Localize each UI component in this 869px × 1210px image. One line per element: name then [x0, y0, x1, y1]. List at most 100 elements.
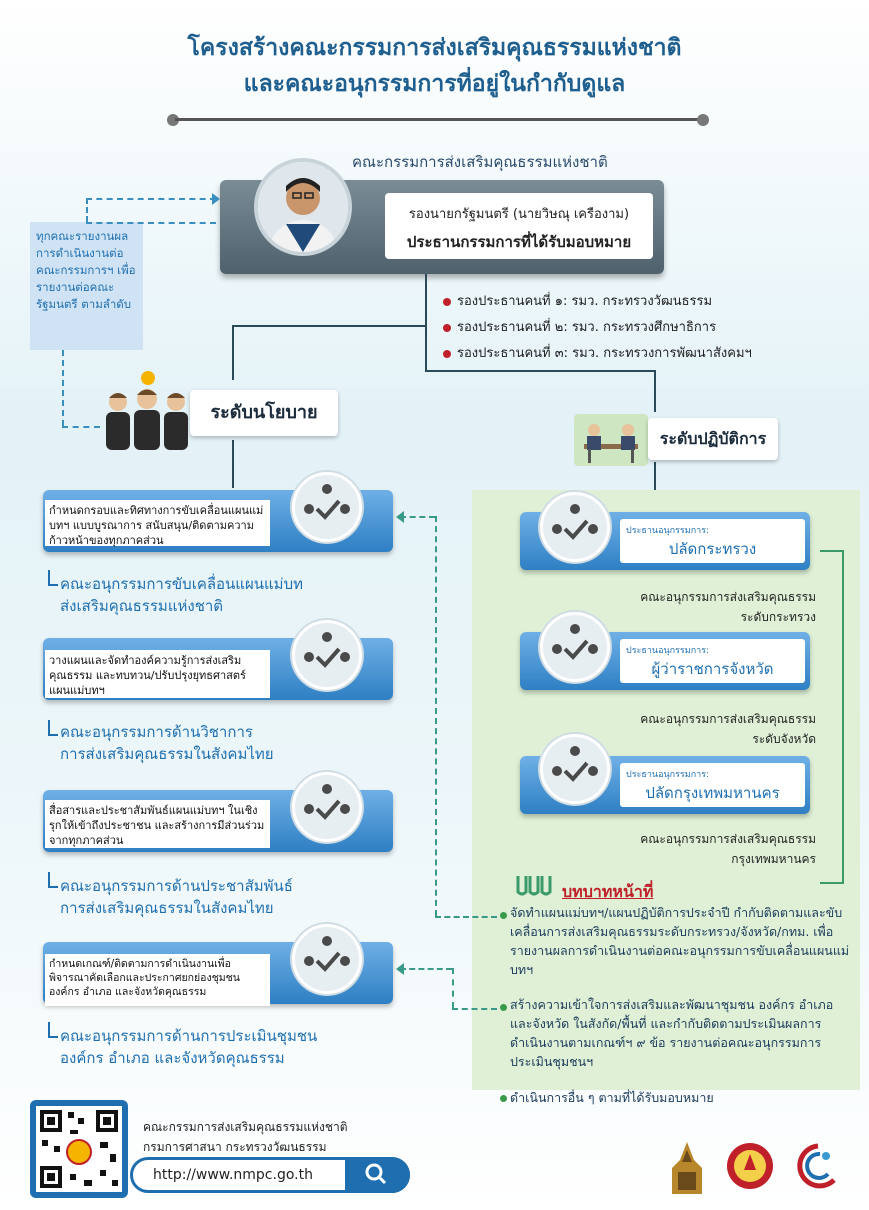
page-title-line-2: และคณะอนุกรรมการที่อยู่ในกำกับดูแล: [243, 71, 626, 97]
role-item-3: ดำเนินการอื่น ๆ ตามที่ได้รับมอบหมาย: [510, 1090, 714, 1105]
team-check-icon: [540, 492, 610, 562]
feedback-arrow-bottom: [400, 968, 452, 970]
tree-line-policy-down: [232, 440, 234, 488]
policy-committee-name-2: การส่งเสริมคุณธรรมในสังคมไทย: [60, 745, 274, 763]
people-group-icon: [102, 368, 190, 452]
search-icon: [365, 1163, 387, 1185]
role-item-2: สร้างความเข้าใจการส่งเสริมและพัฒนาชุมชน …: [510, 997, 834, 1069]
policy-committee-name-1: คณะอนุกรรมการด้านวิชาการ: [60, 723, 253, 741]
operation-committee-chair-box: ประธานอนุกรรมการ: ปลัดกรุงเทพมหานคร: [620, 763, 805, 807]
operation-committee-name-2: ระดับกระทรวง: [740, 610, 816, 624]
operation-chair-label: ประธานอนุกรรมการ:: [626, 770, 710, 780]
note-connector-up: [86, 198, 88, 222]
operation-chair-label: ประธานอนุกรรมการ:: [626, 646, 710, 656]
operation-chair: ปลัดกรุงเทพมหานคร: [645, 784, 780, 802]
arrow-left-icon: [396, 963, 404, 975]
policy-committee-name-1: คณะอนุกรรมการด้านการประเมินชุมชน: [60, 1027, 318, 1045]
operation-committee-name-1: คณะอนุกรรมการส่งเสริมคุณธรรม: [640, 712, 816, 726]
operation-committee-name-1: คณะอนุกรรมการส่งเสริมคุณธรรม: [640, 590, 816, 604]
title-divider-dot-right: [697, 114, 709, 126]
bullet-icon: [500, 1004, 507, 1011]
team-check-icon: [292, 924, 362, 994]
note-connector-top: [86, 222, 216, 224]
note-connector-down: [62, 350, 64, 426]
vice-chair-3: รองประธานคนที่ ๓: รมว. กระทรวงการพัฒนาสั…: [443, 342, 752, 363]
operation-level-label: ระดับปฏิบัติการ: [659, 429, 767, 448]
policy-committee-task: กำหนดกรอบและทิศทางการขับเคลื่อนแผนแม่บทฯ…: [45, 500, 270, 547]
tree-line-operation: [654, 370, 656, 412]
policy-committee-name-2: ส่งเสริมคุณธรรมแห่งชาติ: [60, 597, 224, 615]
moral-center-logo: [790, 1140, 844, 1194]
feedback-line-2: [452, 968, 454, 1008]
title-divider-dot-left: [167, 114, 179, 126]
feedback-arrow-top: [400, 516, 435, 518]
footer-org: คณะกรรมการส่งเสริมคุณธรรมแห่งชาติ: [143, 1120, 348, 1134]
operation-committee-name-2: ระดับจังหวัด: [752, 732, 816, 746]
tree-line-left: [232, 325, 426, 327]
chair-role: ประธานกรรมการที่ได้รับมอบหมาย: [406, 233, 632, 251]
tree-line-policy: [232, 325, 234, 380]
feedback-line: [435, 516, 437, 916]
note-connector-to-policy: [62, 426, 100, 428]
chair-name: รองนายกรัฐมนตรี (นายวิษณุ เครืองาม): [408, 207, 630, 222]
page-title-line-1: โครงสร้างคณะกรรมการส่งเสริมคุณธรรมแห่งชา…: [187, 35, 682, 61]
tree-line-operation-down: [654, 462, 656, 492]
policy-committee-name-2: องค์กร อำเภอ และจังหวัดคุณธรรม: [60, 1049, 285, 1067]
arrow-left-icon: [396, 511, 404, 523]
chair-portrait: [254, 158, 352, 256]
policy-committee-name-1: คณะอนุกรรมการขับเคลื่อนแผนแม่บท: [60, 575, 303, 593]
meeting-icon: [574, 414, 648, 466]
operation-bracket: [820, 550, 844, 884]
policy-committee-task: วางแผนและจัดทำองค์ความรู้การส่งเสริมคุณธ…: [45, 650, 270, 698]
operation-committee-chair-box: ประธานอนุกรรมการ: ปลัดกระทรวง: [620, 519, 805, 563]
operation-committee-chair-box: ประธานอนุกรรมการ: ผู้ว่าราชการจังหวัด: [620, 639, 805, 683]
arrow-right-icon: [212, 193, 220, 205]
footer-department: กรมการศาสนา กระทรวงวัฒนธรรม: [143, 1140, 327, 1154]
operation-level-box: ระดับปฏิบัติการ: [648, 418, 778, 460]
qr-code[interactable]: [30, 1100, 128, 1198]
policy-committee-name-1: คณะอนุกรรมการด้านประชาสัมพันธ์: [60, 877, 293, 895]
operation-chair-label: ประธานอนุกรรมการ:: [626, 526, 710, 536]
operation-chair: ปลัดกระทรวง: [668, 540, 757, 558]
elbow-arrow-icon: [48, 872, 58, 888]
feedback-arrow-role-2: [452, 1008, 497, 1010]
temple-logo: [664, 1140, 710, 1198]
team-check-icon: [292, 472, 362, 542]
ministry-seal: [725, 1140, 775, 1192]
tree-line-chair: [425, 274, 427, 370]
roles-title: บทบาทหน้าที่: [562, 882, 654, 901]
operation-chair: ผู้ว่าราชการจังหวัด: [651, 660, 774, 678]
elbow-arrow-icon: [48, 720, 58, 736]
elbow-arrow-icon: [48, 570, 58, 586]
policy-level-box: ระดับนโยบาย: [190, 390, 338, 436]
elbow-arrow-icon: [48, 1022, 58, 1038]
policy-committee-task: สื่อสารและประชาสัมพันธ์แผนแม่บทฯ ในเชิงร…: [45, 800, 270, 848]
chair-committee-label: คณะกรรมการส่งเสริมคุณธรรมแห่งชาติ: [352, 153, 608, 171]
team-check-icon: [540, 734, 610, 804]
vice-chair-1: รองประธานคนที่ ๑: รมว. กระทรวงวัฒนธรรม: [443, 290, 712, 311]
url-text[interactable]: http://www.nmpc.go.th: [153, 1167, 313, 1183]
team-check-icon: [292, 772, 362, 842]
team-check-icon: [540, 612, 610, 682]
bullet-icon: [443, 349, 451, 358]
tree-line-right: [425, 370, 655, 372]
reporting-note: ทุกคณะรายงานผลการดำเนินงานต่อคณะกรรมการฯ…: [30, 222, 143, 350]
operation-committee-name-1: คณะอนุกรรมการส่งเสริมคุณธรรม: [640, 832, 816, 846]
role-item-1: จัดทำแผนแม่บทฯ/แผนปฏิบัติการประจำปี กำกั…: [510, 905, 850, 977]
bullet-icon: [500, 912, 507, 919]
policy-committee-name-2: การส่งเสริมคุณธรรมในสังคมไทย: [60, 899, 274, 917]
chair-info: รองนายกรัฐมนตรี (นายวิษณุ เครืองาม) ประธ…: [385, 193, 653, 259]
feedback-arrow-role-1: [435, 916, 497, 918]
team-check-icon: [292, 620, 362, 690]
note-connector-to-chair: [86, 198, 216, 200]
policy-level-label: ระดับนโยบาย: [210, 402, 318, 423]
operation-committee-name-2: กรุงเทพมหานคร: [731, 852, 816, 866]
roles-icon: [514, 872, 554, 898]
title-divider: [175, 118, 703, 121]
bullet-icon: [443, 297, 451, 306]
search-button[interactable]: [345, 1157, 410, 1193]
policy-committee-task: กำหนดเกณฑ์/ติดตามการดำเนินงานเพื่อพิจารณ…: [45, 954, 270, 1006]
vice-chair-2: รองประธานคนที่ ๒: รมว. กระทรวงศึกษาธิการ: [443, 316, 716, 337]
bullet-icon: [500, 1095, 507, 1102]
bullet-icon: [443, 323, 451, 332]
